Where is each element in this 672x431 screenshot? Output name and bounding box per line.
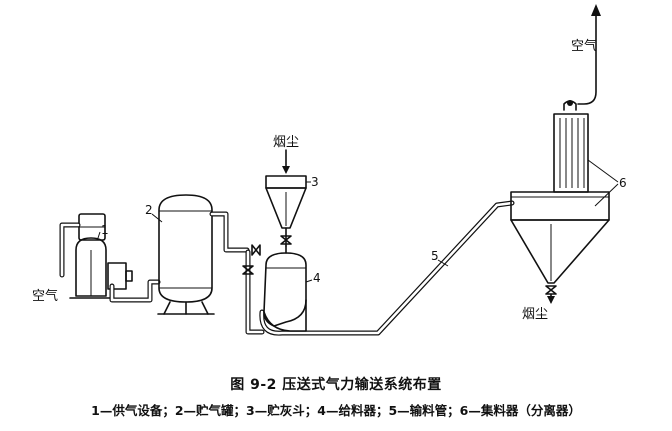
feeder-vessel <box>263 245 307 332</box>
figure-legend: 1—供气设备；2—贮气罐；3—贮灰斗；4—给料器；5—输料管；6—集料器（分离器… <box>91 403 581 418</box>
callout-4: 4 <box>313 271 321 285</box>
callout-6: 6 <box>619 176 627 190</box>
conveying-pipe <box>259 200 515 336</box>
callout-3: 3 <box>311 175 319 189</box>
air-receiver-tank <box>157 194 265 335</box>
leader-2 <box>151 213 163 223</box>
air-inlet-label: 空气 <box>32 288 58 304</box>
leader-4 <box>305 279 313 283</box>
callout-2: 2 <box>145 203 153 217</box>
ash-hopper <box>265 149 307 247</box>
dust-outlet-label: 烟尘 <box>522 307 548 322</box>
leader-1 <box>97 231 101 239</box>
air-supply-equipment <box>59 213 161 303</box>
air-outlet-label: 空气 <box>571 38 597 54</box>
callout-1: 1 <box>101 223 109 237</box>
leader-5 <box>437 259 449 267</box>
dust-inlet-label: 烟尘 <box>273 135 299 150</box>
collector-separator <box>510 4 619 304</box>
callout-5: 5 <box>431 249 439 263</box>
figure-title: 图 9-2 压送式气力输送系统布置 <box>230 377 442 393</box>
